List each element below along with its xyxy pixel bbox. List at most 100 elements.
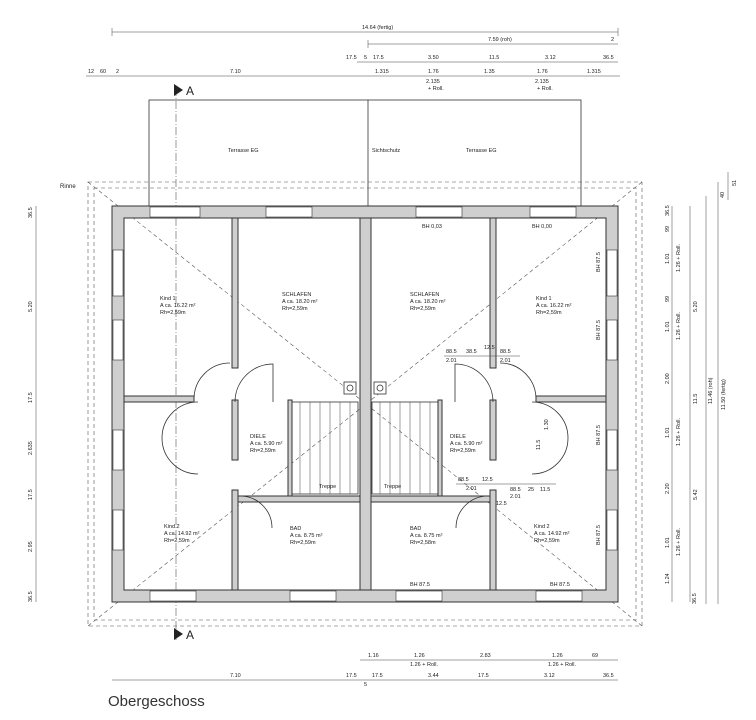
dim-left: 5.20 [28, 301, 34, 312]
dim-inner: 12.5 [496, 501, 507, 507]
sichtschutz-label: Sichtschutz [372, 148, 400, 154]
right-dimensions: 36.5 99 1.01 1.26 + Roll. 99 1.01 1.26 +… [665, 172, 738, 604]
room-name: SCHLAFEN [282, 292, 311, 298]
dim-right: 1.01 [665, 253, 671, 264]
left-dimensions: 36.5 5.20 17.5 2.635 17.5 2.95 36.5 [28, 206, 37, 602]
dim-bottom: 17.5 [372, 673, 383, 679]
dim-bottom: 3.44 [428, 673, 439, 679]
dim-inner: 12.5 [484, 345, 495, 351]
bh-label: BH 87.5 [596, 425, 602, 445]
dim-r3-i: 1.315 [587, 69, 601, 75]
room-height: Rh=2,59m [410, 306, 436, 312]
dim-inner: 2.01 [500, 358, 511, 364]
dim-r2-f: 3.12 [545, 55, 556, 61]
terrasse-left-label: Terrasse EG [228, 148, 259, 154]
room-diele-left: DIELE A ca. 5.90 m² Rh=2,59m [250, 434, 283, 454]
room-height: Rh=2,59m [290, 540, 316, 546]
dim-left: 2.635 [28, 441, 34, 455]
room-height: Rh=2,59m [450, 448, 476, 454]
dim-bottom: 2.83 [480, 653, 491, 659]
top-dimensions: 14.64 (fertig) 7.59 (roh) 2 17.5 5 17.5 … [86, 25, 620, 92]
room-area: A ca. 5.90 m² [450, 441, 483, 447]
room-kind2-right: Kind 2 A ca. 14.92 m² Rh=2,59m [534, 524, 570, 544]
terrasse-right-label: Terrasse EG [466, 148, 497, 154]
room-kind1-left: Kind 1 A ca. 16.22 m² Rh=2,59m [160, 296, 196, 316]
room-area: A ca. 16.22 m² [536, 303, 572, 309]
dim-right: 1.26 + Roll. [676, 244, 682, 272]
dim-right: 36.5 [692, 593, 698, 604]
dim-total: 14.64 (fertig) [362, 25, 393, 31]
room-name: BAD [290, 526, 301, 532]
dim-right: 5.42 [693, 489, 699, 500]
bh-label: BH 87.5 [550, 582, 570, 588]
room-bad-left: BAD A ca. 8.75 m² Rh=2,59m [290, 526, 323, 546]
room-name: SCHLAFEN [410, 292, 439, 298]
dim-r3-a: 12 [88, 69, 94, 75]
room-bad-right: BAD A ca. 8.75 m² Rh=2,58m [410, 526, 443, 546]
room-area: A ca. 14.92 m² [164, 531, 200, 537]
dim-bottom: 1.26 [552, 653, 563, 659]
dim-right-fertig: 11.50 (fertig) [721, 379, 727, 410]
dim-right: 1.26 + Roll. [676, 528, 682, 556]
right-dim-col2: 5.20 11.5 5.42 [693, 301, 699, 500]
bottom-dimensions: 1.16 1.26 1.26 + Roll. 2.83 1.26 1.26 + … [112, 653, 618, 688]
room-height: Rh=2,59m [536, 310, 562, 316]
dim-right: 5.20 [693, 301, 699, 312]
room-schlafen-left: SCHLAFEN A ca. 18.20 m² Rh=2,59m [282, 292, 318, 312]
bh-label: BH 87.5 [596, 252, 602, 272]
room-schlafen-right: SCHLAFEN A ca. 18.20 m² Rh=2,59m [410, 292, 446, 312]
dim-right: 1.01 [665, 321, 671, 332]
room-height: Rh=2,59m [160, 310, 186, 316]
bh-label: BH 0,00 [532, 224, 552, 230]
room-height: Rh=2,59m [164, 538, 190, 544]
dim-right: 1.01 [665, 427, 671, 438]
room-area: A ca. 14.92 m² [534, 531, 570, 537]
dim-bottom: 36.5 [603, 673, 614, 679]
room-name: DIELE [250, 434, 266, 440]
dim-right: 36.5 [665, 205, 671, 216]
dim-inner: 88.5 [500, 349, 511, 355]
room-name: BAD [410, 526, 421, 532]
section-marks: A A [174, 84, 194, 642]
right-dim-col1: 36.5 99 1.01 1.26 + Roll. 99 1.01 1.26 +… [665, 205, 698, 604]
dim-inner: 25 [528, 487, 534, 493]
room-diele-right: DIELE A ca. 5.90 m² Rh=2,59m [450, 434, 483, 454]
dim-inner: 88.5 [446, 349, 457, 355]
dim-right: 2.20 [665, 483, 671, 494]
room-area: A ca. 5.90 m² [250, 441, 283, 447]
dim-inner: 2.01 [466, 486, 477, 492]
inner-dimensions: 88.5 38.5 12.5 88.5 2.01 2.01 1.30 11.5 … [444, 345, 556, 507]
dim-right: 40 [720, 192, 726, 198]
dim-bottom: 17.5 [478, 673, 489, 679]
dim-r2-a: 17.5 [346, 55, 357, 61]
bh-label: BH 87.5 [596, 320, 602, 340]
treppe-left-label: Treppe [319, 484, 336, 490]
room-name: Kind 1 [160, 296, 176, 302]
dim-right-roh: 11.46 (roh) [708, 377, 714, 404]
room-height: Rh=2,58m [410, 540, 436, 546]
section-mark-top: A [186, 84, 194, 98]
dim-right: 51 [732, 180, 738, 186]
dim-r3-m: + Roll. [537, 86, 553, 92]
room-area: A ca. 8.75 m² [290, 533, 323, 539]
dim-r3-j: 2.135 [426, 79, 440, 85]
dim-bottom: 1.26 [414, 653, 425, 659]
dim-r3-f: 1.76 [428, 69, 439, 75]
bh-label: BH 87.5 [596, 525, 602, 545]
dim-r2-e: 11.5 [489, 55, 499, 61]
room-kind1-right: Kind 1 A ca. 16.22 m² Rh=2,59m [536, 296, 572, 316]
dim-r3-g: 1.35 [484, 69, 495, 75]
dim-inner: 12.5 [482, 477, 493, 483]
dim-r2-d: 3.50 [428, 55, 439, 61]
dim-left: 36.5 [28, 591, 34, 602]
dim-r3-d: 7.10 [230, 69, 241, 75]
room-area: A ca. 18.20 m² [410, 299, 446, 305]
bh-label: BH 0,03 [422, 224, 442, 230]
dim-right: 1.26 + Roll. [676, 418, 682, 446]
dim-r3-e: 1.315 [375, 69, 389, 75]
room-height: Rh=2,59m [250, 448, 276, 454]
stairs: Treppe Treppe [291, 381, 439, 495]
dim-right: 99 [665, 226, 671, 232]
dim-inner: 11.5 [540, 487, 550, 493]
